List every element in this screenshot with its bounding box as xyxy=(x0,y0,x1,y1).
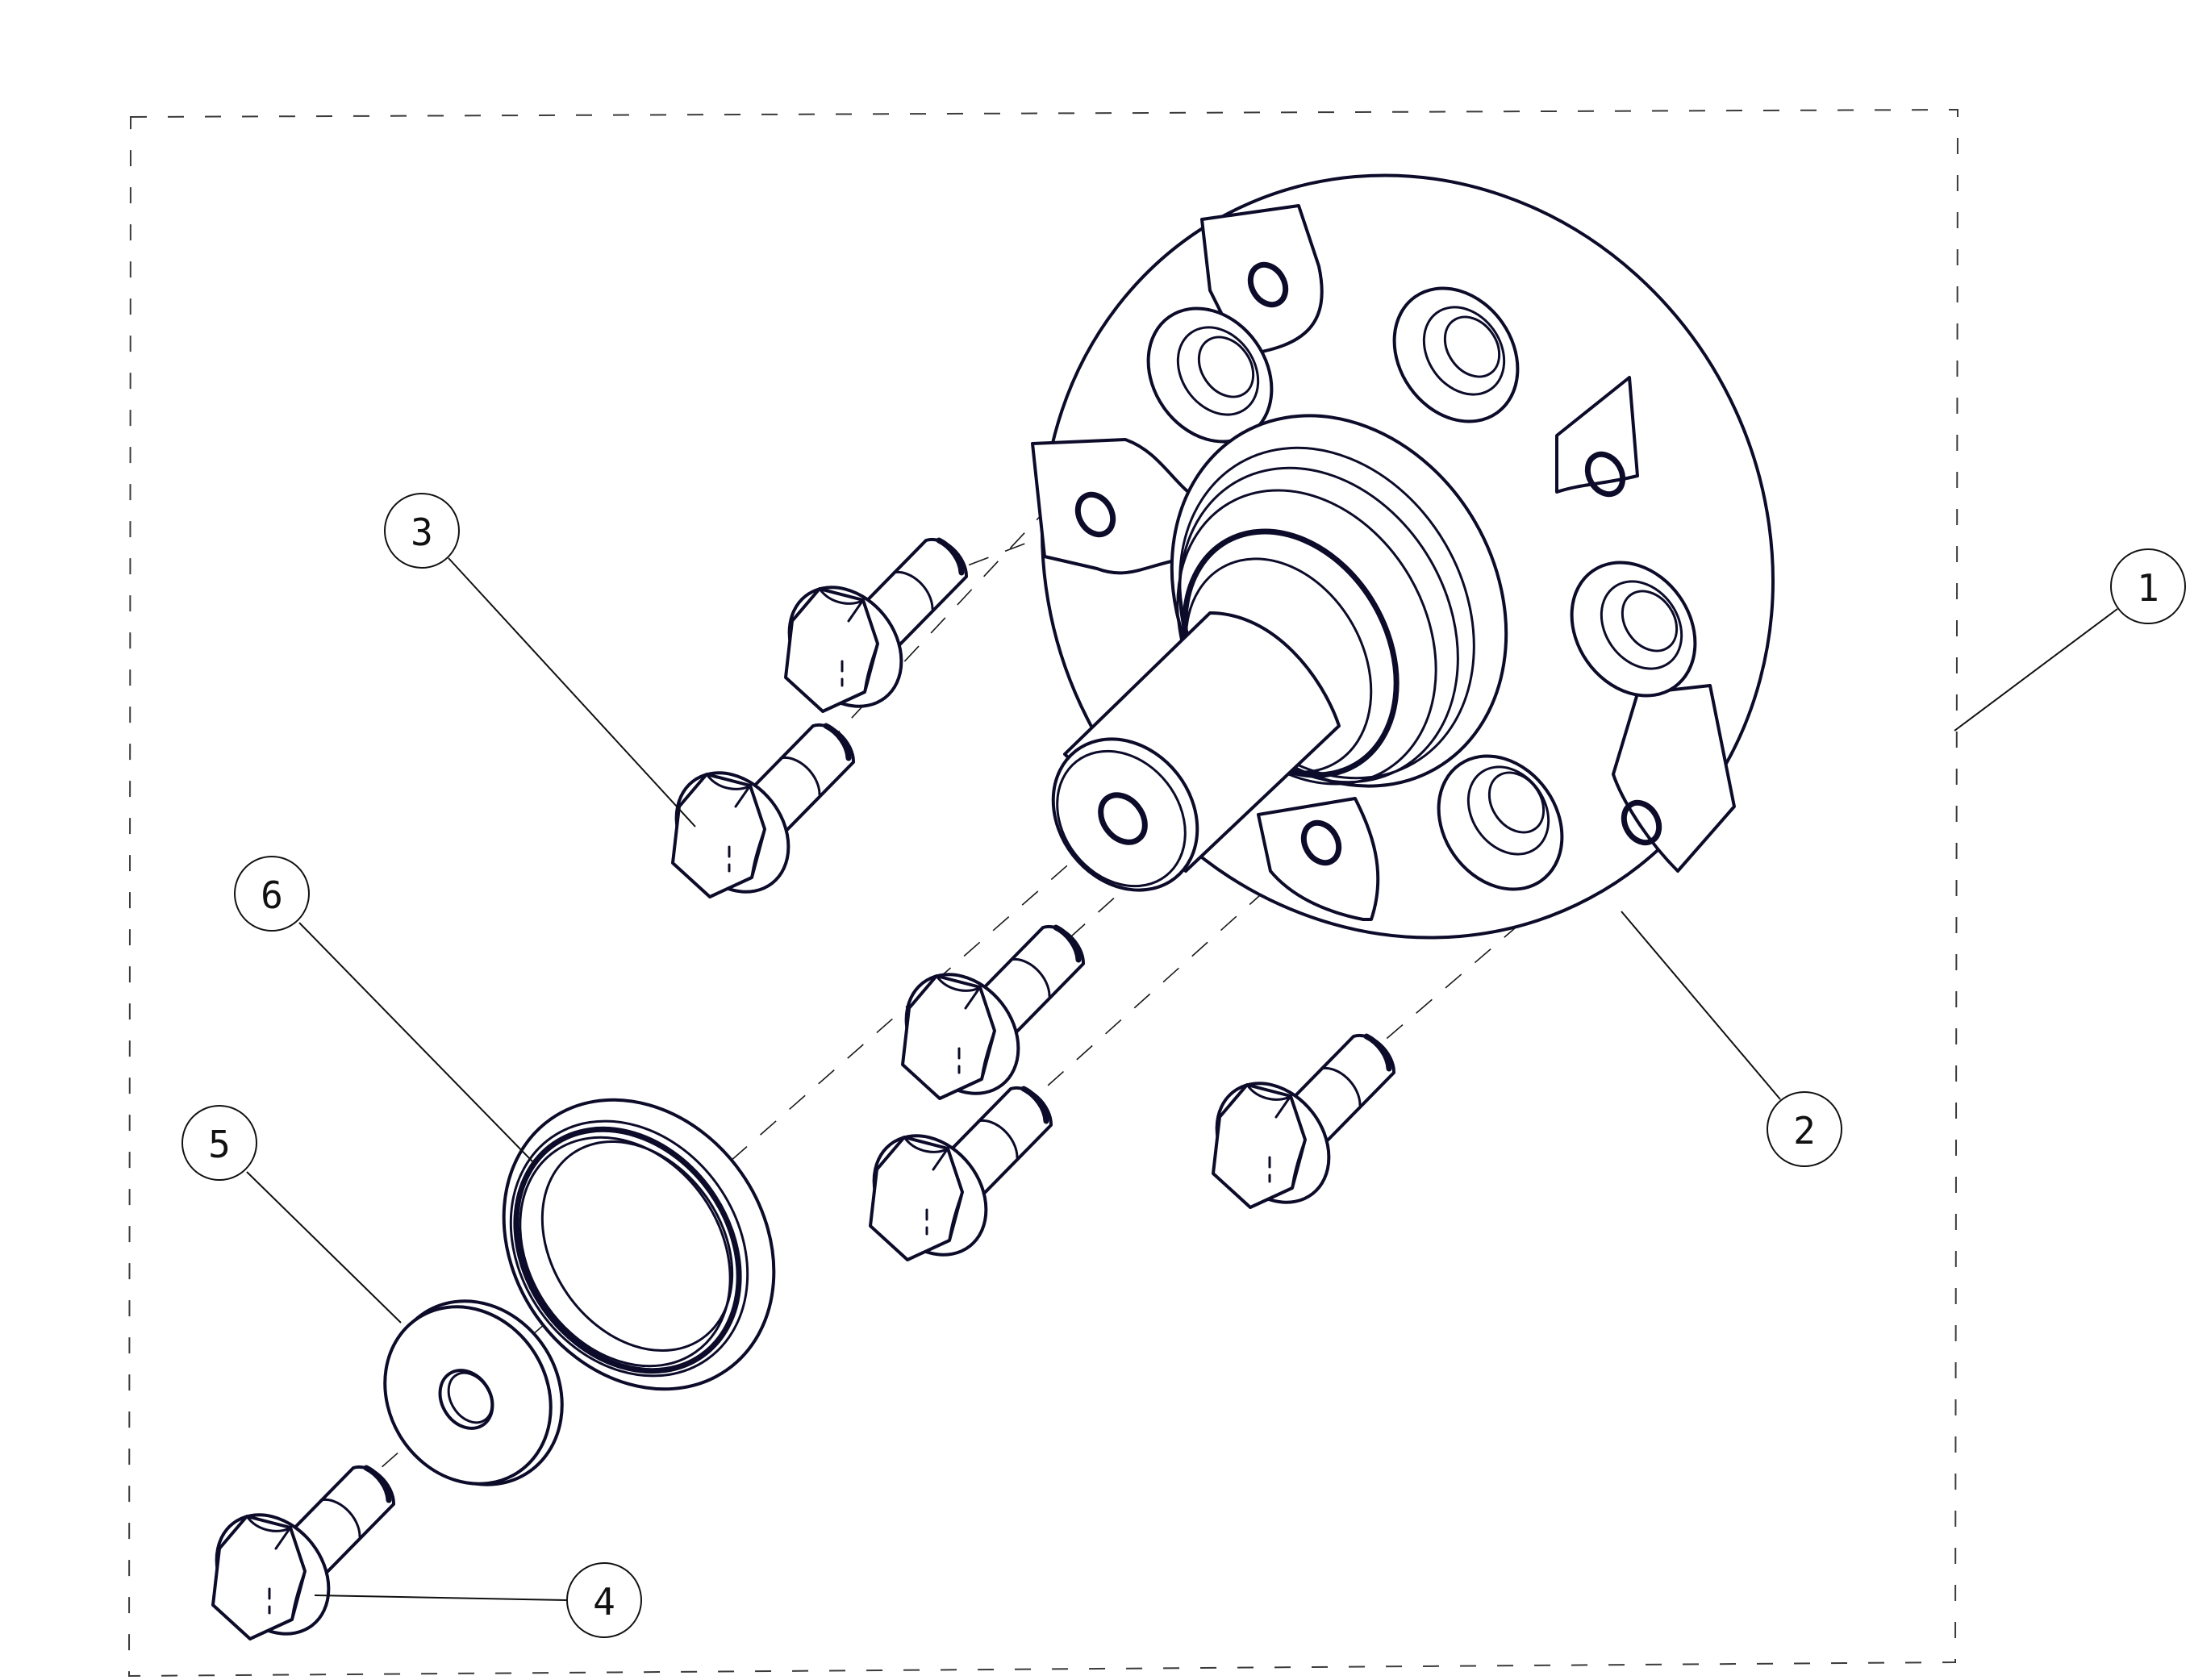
callout-4: 4 xyxy=(314,1562,642,1638)
balloon-circle xyxy=(2110,548,2186,624)
balloon-circle xyxy=(384,493,460,569)
leader-line xyxy=(1621,911,1781,1100)
balloon-circle xyxy=(1767,1091,1842,1167)
leader-line xyxy=(298,922,533,1162)
callout-2: 2 xyxy=(1621,911,1842,1167)
callout-1: 1 xyxy=(1954,548,2186,732)
hub-spindle-part xyxy=(1031,173,1775,940)
callout-number: 4 xyxy=(593,1580,615,1624)
callout-number: 1 xyxy=(2137,566,2159,610)
balloon-circle xyxy=(566,1562,642,1638)
callout-number: 5 xyxy=(208,1123,231,1166)
leader-line xyxy=(448,557,696,827)
callout-6: 6 xyxy=(234,856,533,1162)
flange-bolt-4 xyxy=(851,1088,1051,1277)
callout-3: 3 xyxy=(384,493,696,827)
callout-number: 2 xyxy=(1793,1109,1816,1153)
leader-line xyxy=(246,1171,402,1324)
leader-line xyxy=(1954,608,2118,732)
balloon-circle xyxy=(181,1105,257,1181)
flange-bolt-5 xyxy=(1194,1036,1394,1224)
assembly-frame xyxy=(127,108,1959,1678)
flange-bolt-3 xyxy=(883,927,1083,1115)
flange-bolt-1 xyxy=(766,540,966,728)
callout-balloons: 1 2 3 4 5 6 xyxy=(181,493,2186,1638)
callout-number: 3 xyxy=(411,511,433,554)
callout-5: 5 xyxy=(181,1105,402,1324)
flange-bolt-2 xyxy=(653,725,853,914)
oil-seal-part xyxy=(502,1098,776,1391)
balloon-circle xyxy=(234,856,310,932)
leader-line xyxy=(314,1595,567,1601)
center-bolt xyxy=(194,1467,394,1656)
washer-part xyxy=(383,1299,564,1486)
callout-number: 6 xyxy=(261,873,283,917)
